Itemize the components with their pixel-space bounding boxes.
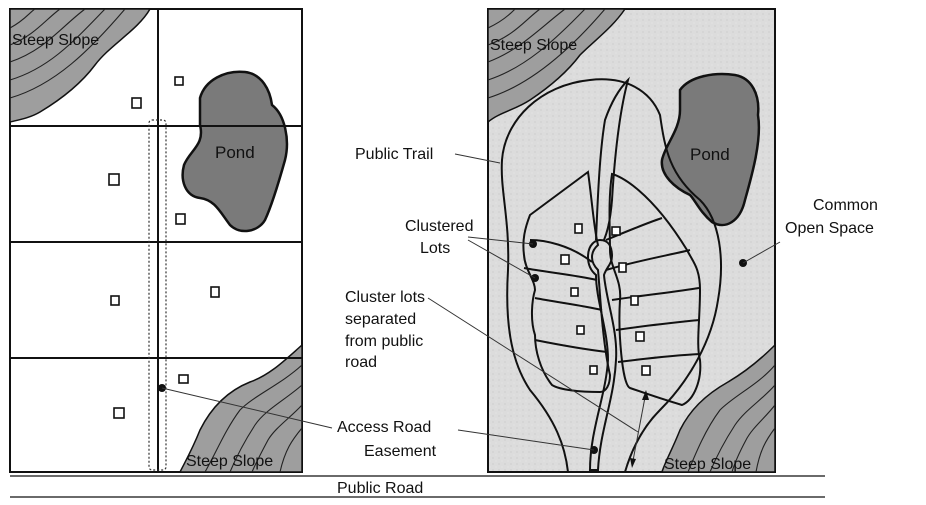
label-line: from public (345, 333, 423, 350)
house-icon (178, 374, 189, 384)
house-icon (131, 97, 142, 109)
leader-lines (161, 153, 781, 451)
label-line: Cluster lots (345, 289, 425, 306)
label-line: Access Road (337, 419, 431, 436)
slope-contours (9, 8, 126, 99)
label-line: Open Space (785, 220, 874, 237)
public-trail (500, 78, 722, 473)
clustered-lots-label: Clustered Lots (405, 218, 473, 257)
label-line: Lots (420, 240, 450, 257)
common-open-space-label: Common Open Space (785, 197, 878, 237)
steep-slope-area (9, 8, 152, 123)
public-road: Public Road (10, 475, 825, 498)
house-icon (574, 223, 583, 234)
pond-label: Pond (690, 145, 730, 164)
access-road-easement (148, 119, 167, 471)
slope-contours (487, 8, 606, 99)
house-icon (635, 331, 645, 342)
slope-contours-bottom (687, 364, 776, 473)
house-icon (210, 286, 220, 298)
conventional-subdivision-panel: Pond Steep Slope Steep Slope (9, 8, 303, 473)
house-icon (611, 226, 621, 236)
house-icon (630, 295, 639, 306)
separation-arrow (630, 390, 649, 468)
house-icon (560, 254, 570, 265)
label-line: road (345, 354, 377, 371)
lot-cluster-right (608, 172, 702, 407)
steep-slope-label-bottom: Steep Slope (186, 453, 273, 470)
steep-slope-area-bottom (660, 343, 776, 473)
label-line: separated (345, 311, 416, 328)
house-icon (618, 262, 627, 273)
label-line: Common (813, 197, 878, 214)
house-icon (174, 76, 184, 86)
clustered-lots (522, 76, 702, 471)
house-icon (110, 295, 120, 306)
house-icon (576, 325, 585, 335)
house-icon (589, 365, 598, 375)
lot-lines (10, 9, 302, 472)
steep-slope-area (487, 8, 627, 124)
label-line: Clustered (405, 218, 473, 235)
steep-slope-label: Steep Slope (490, 37, 577, 54)
house-icon (641, 365, 651, 376)
public-trail-label: Public Trail (355, 146, 433, 163)
houses (108, 76, 220, 419)
lot-lines (523, 217, 701, 363)
label-line: Easement (364, 443, 437, 460)
public-road-label: Public Road (337, 480, 423, 497)
cluster-separated-label: Cluster lots separated from public road (345, 289, 425, 371)
houses (560, 223, 651, 376)
pond (181, 70, 289, 233)
house-icon (113, 407, 125, 419)
steep-slope-label: Steep Slope (12, 32, 99, 49)
cluster-subdivision-panel: Pond (487, 8, 776, 473)
cluster-access-road (586, 238, 618, 471)
trail-spur (595, 76, 630, 241)
pond-label: Pond (215, 143, 255, 162)
house-icon (108, 173, 120, 186)
steep-slope-label-bottom: Steep Slope (664, 456, 751, 473)
house-icon (175, 213, 186, 225)
access-road-easement-label: Access Road Easement (337, 419, 437, 460)
slope-contours-bottom (204, 364, 303, 473)
house-icon (570, 287, 579, 297)
